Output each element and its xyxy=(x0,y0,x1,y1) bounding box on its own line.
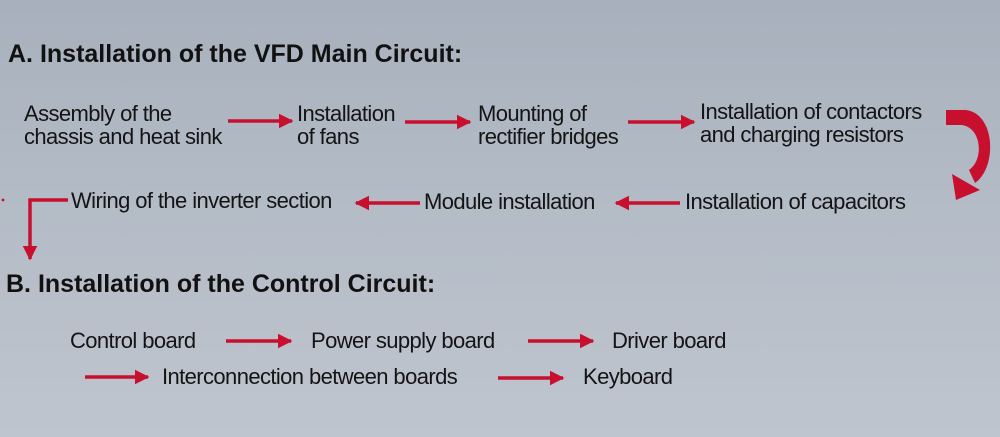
step-line: Installation of capacitors xyxy=(685,189,906,214)
step-contactors-resistors: Installation of contactors and charging … xyxy=(700,100,922,146)
step-chassis-heat-sink: Assembly of the chassis and heat sink xyxy=(24,102,222,148)
step-keyboard: Keyboard xyxy=(583,364,673,389)
step-inverter-wiring: Wiring of the inverter section xyxy=(71,189,332,212)
step-line: Installation of contactors xyxy=(700,99,922,124)
curved-turn-arrow-icon xyxy=(946,110,991,200)
step-line: Assembly of the xyxy=(24,101,172,126)
step-interconnection: Interconnection between boards xyxy=(162,364,458,389)
stray-mark xyxy=(1,198,5,202)
step-module-installation: Module installation xyxy=(424,190,595,213)
step-control-board: Control board xyxy=(70,328,196,353)
step-line: rectifier bridges xyxy=(478,124,619,149)
connector-down-arrow-icon xyxy=(22,198,68,261)
step-line: Installation xyxy=(297,101,396,126)
step-rectifier-bridges: Mounting of rectifier bridges xyxy=(478,101,619,149)
step-line: Mounting of xyxy=(478,101,587,126)
step-fans: Installation of fans xyxy=(297,101,396,149)
section-b-heading: B. Installation of the Control Circuit: xyxy=(6,270,436,298)
step-line: chassis and heat sink xyxy=(24,124,222,149)
step-line: Module installation xyxy=(424,189,595,214)
step-line: and charging resistors xyxy=(700,122,904,147)
step-power-supply-board: Power supply board xyxy=(311,328,495,353)
step-line: of fans xyxy=(297,124,359,149)
step-line: Wiring of the inverter section xyxy=(71,188,332,213)
step-driver-board: Driver board xyxy=(612,328,726,353)
step-capacitors: Installation of capacitors xyxy=(685,189,906,214)
section-a-heading: A. Installation of the VFD Main Circuit: xyxy=(8,40,463,68)
